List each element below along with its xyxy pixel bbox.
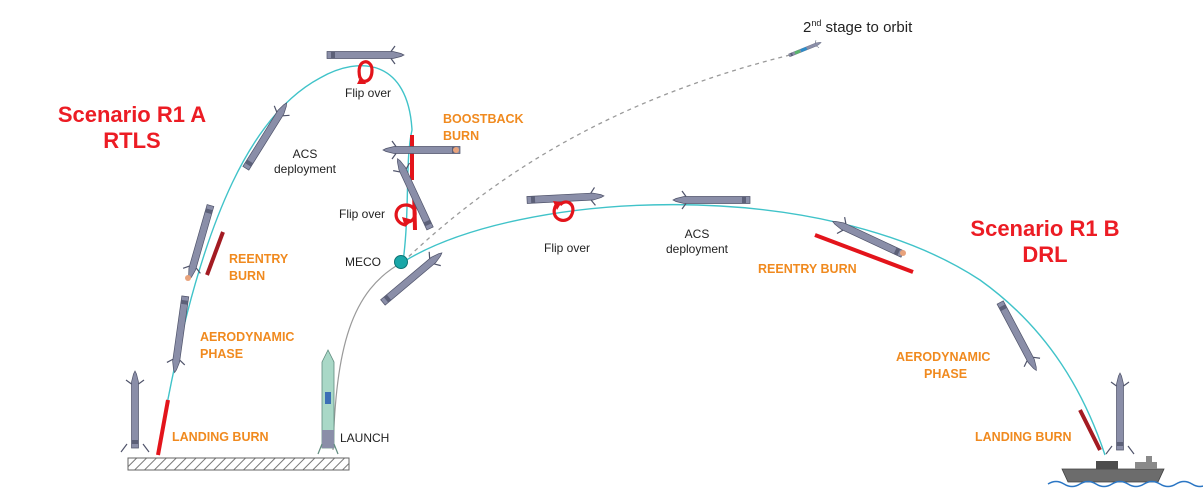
orbit-label-text: stage to orbit (821, 19, 913, 36)
aero-a-label-line1: AERODYNAMIC (200, 330, 295, 344)
reentry-b-label: REENTRY BURN (758, 262, 857, 276)
acs-a-label-line2: deployment (273, 162, 337, 176)
rocket-icon (991, 297, 1045, 376)
acs-b-label-line2: deployment (665, 242, 729, 256)
orbit-path (402, 54, 791, 263)
flip-arrow-icon (394, 203, 417, 227)
acs-b-label-line1: ACS (684, 227, 710, 241)
landing-leg (1105, 445, 1113, 455)
ascent-path (332, 261, 404, 451)
scenario-b-title: Scenario R1 B (970, 216, 1120, 241)
reentry-burn-segment-b (814, 233, 914, 274)
waves-icon (1047, 480, 1203, 488)
acs-a-label-line1: ACS (292, 147, 318, 161)
aero-b-label-line1: AERODYNAMIC (896, 350, 991, 364)
engine-flame (900, 250, 906, 256)
second-stage-icon (787, 38, 824, 60)
scenario-b-subtitle: DRL (1022, 242, 1068, 267)
orbit-label-number: 2 (803, 19, 812, 36)
landing-b-label: LANDING BURN (975, 430, 1072, 444)
flip-over-b-label: Flip over (544, 241, 591, 255)
flip-over-mid-label: Flip over (339, 207, 386, 221)
ship-icon (1061, 456, 1165, 483)
flip-arrow-icon (357, 60, 374, 84)
engine-flame (453, 147, 459, 153)
flip-arrow-icon (552, 200, 575, 222)
orbit-label-suffix: nd (811, 18, 822, 28)
rocket-icon (672, 190, 751, 210)
meco-label: MECO (345, 255, 381, 269)
flip-over-top-label: Flip over (345, 86, 392, 100)
aero-a-label-line2: PHASE (200, 347, 244, 361)
landing-leg (142, 443, 150, 453)
rocket-icon (525, 186, 606, 210)
orbit-label: 2nd stage to orbit (803, 18, 912, 36)
launch-label: LAUNCH (340, 431, 390, 445)
boostback-label-line2: BURN (443, 129, 480, 143)
reentry-a-label-line1: REENTRY (229, 252, 289, 266)
drl-trajectory (402, 203, 1106, 456)
aero-b-label-line2: PHASE (924, 367, 968, 381)
landing-leg (120, 443, 128, 453)
rocket-icon (1110, 372, 1130, 451)
rocket-icon (165, 294, 195, 375)
landing-burn-segment-a (156, 399, 170, 456)
rocket-icon (376, 245, 449, 310)
reentry-burn-segment-a (205, 231, 225, 276)
reentry-a-label-line2: BURN (229, 269, 266, 283)
boostback-label-line1: BOOSTBACK (443, 112, 524, 126)
rtls-trajectory (157, 65, 413, 456)
meco-marker (394, 255, 408, 269)
landing-pad (127, 457, 350, 471)
landing-burn-segment-b (1078, 409, 1102, 451)
landing-leg (1127, 445, 1135, 455)
landing-a-label: LANDING BURN (172, 430, 269, 444)
rocket-icon (125, 370, 145, 449)
scenario-a-subtitle: RTLS (103, 128, 161, 153)
launch-vehicle-icon (317, 349, 339, 455)
engine-flame (185, 275, 191, 281)
scenario-a-title: Scenario R1 A (57, 102, 207, 127)
